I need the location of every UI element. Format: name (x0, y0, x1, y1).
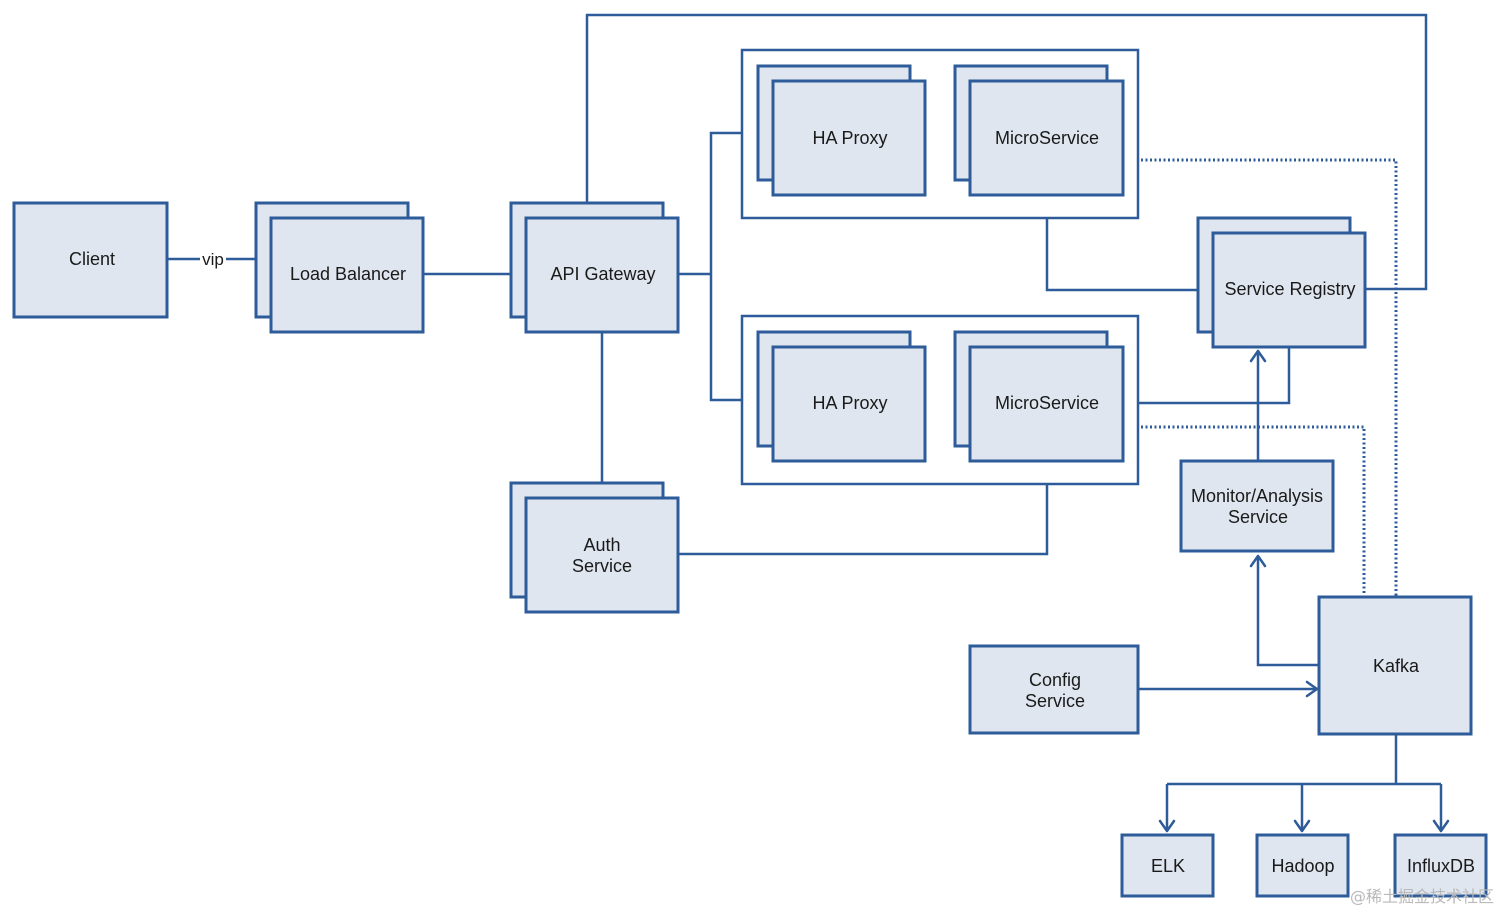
connectors (167, 13, 1450, 833)
hadoop-label: Hadoop (1271, 856, 1334, 876)
service-group-bottom: HA Proxy MicroService (740, 314, 1140, 486)
ha-proxy-bottom-box (771, 345, 927, 463)
service-registry-label: Service Registry (1224, 279, 1355, 299)
microservice-bottom-label: MicroService (995, 393, 1099, 413)
influxdb-node[interactable]: InfluxDB (1393, 833, 1488, 898)
api-gateway-node[interactable]: API Gateway (509, 201, 680, 334)
config-service-label: Config (1029, 670, 1081, 690)
vip-label: vip (202, 250, 224, 269)
connector-ms-bottom-auth (678, 461, 1049, 556)
vip-label-background (201, 250, 225, 269)
ha-proxy-top-node[interactable]: HA Proxy (756, 64, 927, 197)
watermark-text: @稀土掘金技术社区 (1350, 887, 1494, 906)
service-registry-box (1211, 231, 1367, 349)
elk-node[interactable]: ELK (1120, 833, 1215, 898)
influxdb-label: InfluxDB (1407, 856, 1475, 876)
elk-box (1120, 833, 1215, 898)
monitor-service-label-2: Service (1228, 507, 1288, 527)
ha-proxy-top-label: HA Proxy (812, 128, 887, 148)
client-label: Client (69, 249, 115, 269)
load-balancer-label: Load Balancer (290, 264, 406, 284)
microservice-bottom-box (968, 345, 1125, 463)
arrowhead-influxdb (1432, 819, 1450, 833)
api-gateway-label: API Gateway (550, 264, 655, 284)
config-service-box (968, 644, 1140, 735)
load-balancer-box (269, 216, 425, 334)
load-balancer-node[interactable]: Load Balancer (254, 201, 425, 334)
auth-service-node[interactable]: Auth Service (509, 481, 680, 614)
monitor-service-node[interactable]: Monitor/Analysis Service (1179, 459, 1335, 553)
influxdb-box (1393, 833, 1488, 898)
ha-proxy-top-box (771, 79, 927, 197)
service-group-top: HA Proxy MicroService (740, 48, 1140, 220)
microservice-bottom-node[interactable]: MicroService (953, 330, 1125, 463)
config-service-label-2: Service (1025, 691, 1085, 711)
auth-service-box (524, 496, 680, 614)
client-node[interactable]: Client (12, 201, 169, 319)
arrowhead-elk (1158, 819, 1176, 833)
microservice-top-label: MicroService (995, 128, 1099, 148)
monitor-service-box (1179, 459, 1335, 553)
client-box (12, 201, 169, 319)
kafka-node[interactable]: Kafka (1317, 595, 1473, 736)
arrowhead-kafka (1305, 680, 1319, 698)
service-registry-node[interactable]: Service Registry (1196, 216, 1367, 349)
connector-ms-bottom-registry (1123, 347, 1291, 405)
connector-kafka-monitor (1256, 556, 1319, 667)
api-gateway-box (524, 216, 680, 334)
auth-service-label-2: Service (572, 556, 632, 576)
arrowhead-hadoop (1293, 819, 1311, 833)
ha-proxy-bottom-label: HA Proxy (812, 393, 887, 413)
dotted-ms-top-kafka (1123, 158, 1398, 597)
microservice-top-box (968, 79, 1125, 197)
arrowhead-monitor (1249, 554, 1267, 568)
config-service-node[interactable]: Config Service (968, 644, 1140, 735)
connector-branch-groups (709, 131, 742, 402)
elk-label: ELK (1151, 856, 1185, 876)
microservice-top-node[interactable]: MicroService (953, 64, 1125, 197)
auth-service-label: Auth (583, 535, 620, 555)
hadoop-node[interactable]: Hadoop (1255, 833, 1350, 898)
ha-proxy-bottom-node[interactable]: HA Proxy (756, 330, 927, 463)
kafka-box (1317, 595, 1473, 736)
watermark: @稀土掘金技术社区 (1350, 887, 1494, 906)
monitor-service-label: Monitor/Analysis (1191, 486, 1323, 506)
connector-ms-top-registry (1045, 195, 1198, 292)
arrowhead-registry (1249, 349, 1267, 363)
connector-gateway-registry-top (585, 13, 1428, 291)
hadoop-box (1255, 833, 1350, 898)
kafka-label: Kafka (1373, 656, 1420, 676)
